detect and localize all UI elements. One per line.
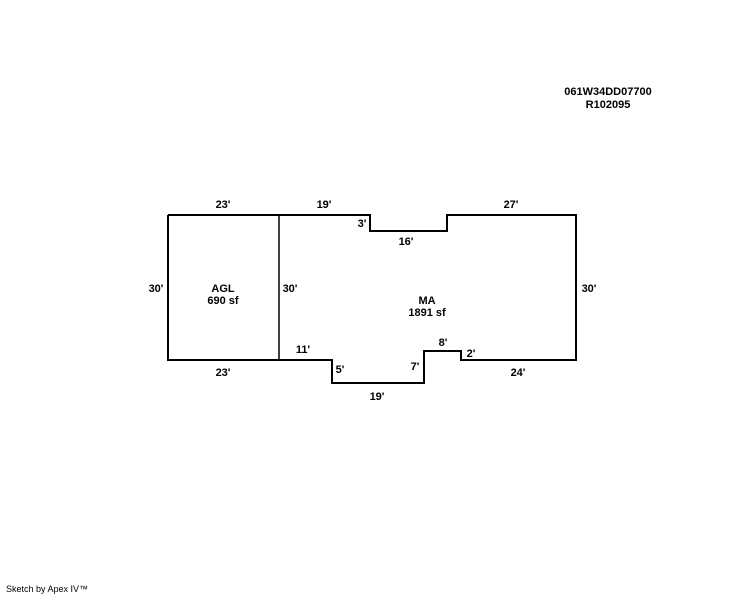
ma-area-size: 1891 sf bbox=[408, 307, 446, 319]
dim-step-top: 8' bbox=[439, 337, 448, 349]
dim-agl-bottom: 23' bbox=[216, 367, 231, 379]
parcel-id: 061W34DD07700 bbox=[564, 86, 651, 98]
dim-bump-right: 7' bbox=[411, 361, 420, 373]
dim-step-drop: 2' bbox=[467, 348, 476, 360]
dim-notch-width: 16' bbox=[399, 236, 414, 248]
dim-agl-left: 30' bbox=[149, 283, 164, 295]
dim-shared-wall: 30' bbox=[283, 283, 298, 295]
agl-area-name: AGL bbox=[211, 283, 235, 295]
dim-bump-left: 5' bbox=[336, 364, 345, 376]
ma-area-name: MA bbox=[418, 295, 435, 307]
dim-bump-bottom: 19' bbox=[370, 391, 385, 403]
account-number: R102095 bbox=[586, 99, 631, 111]
agl-area-size: 690 sf bbox=[207, 295, 239, 307]
building-outline bbox=[167, 214, 577, 384]
sketch-credit: Sketch by Apex IV™ bbox=[6, 584, 88, 594]
dim-ma-top-left: 19' bbox=[317, 199, 332, 211]
dim-agl-top: 23' bbox=[216, 199, 231, 211]
dim-notch-depth: 3' bbox=[358, 218, 367, 230]
dim-ma-bottom-left: 11' bbox=[296, 344, 311, 356]
dim-ma-right: 30' bbox=[582, 283, 597, 295]
dim-ma-bottom-right: 24' bbox=[511, 367, 526, 379]
dim-ma-top-right: 27' bbox=[504, 199, 519, 211]
